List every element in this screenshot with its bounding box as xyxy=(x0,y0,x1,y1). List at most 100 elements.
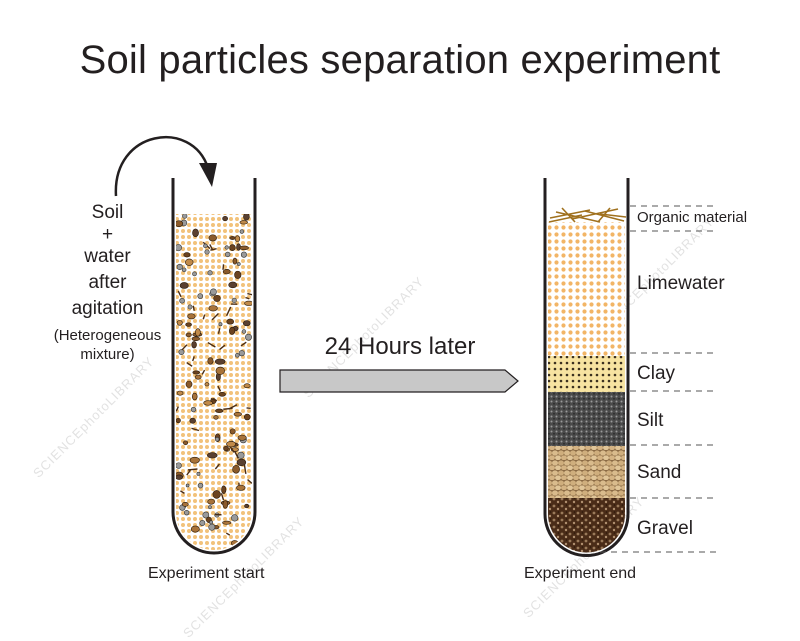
soil-particle xyxy=(224,446,229,451)
mixture-label-line: mixture) xyxy=(20,345,195,364)
soil-particle xyxy=(184,510,189,515)
end-caption: Experiment end xyxy=(524,565,636,583)
soil-particle xyxy=(215,409,223,413)
soil-particle xyxy=(208,271,212,275)
soil-particle xyxy=(230,245,236,251)
soil-particle xyxy=(233,258,237,264)
soil-particle xyxy=(236,485,245,490)
mixture-label-line: Soil xyxy=(20,200,195,226)
soil-particle xyxy=(209,305,218,311)
soil-particle xyxy=(198,483,203,488)
layer-organic xyxy=(549,208,626,222)
soil-particle xyxy=(197,472,200,475)
soil-particle xyxy=(214,415,219,419)
soil-particle xyxy=(240,221,248,225)
soil-particle xyxy=(200,520,205,525)
separated-layers xyxy=(546,222,628,562)
soil-particle xyxy=(223,216,228,221)
soil-particle xyxy=(193,371,200,374)
soil-particle xyxy=(176,463,182,469)
layer-label-gravel: Gravel xyxy=(637,518,693,540)
layer-label-clay: Clay xyxy=(637,363,675,385)
layer-sand xyxy=(546,446,628,498)
soil-particle xyxy=(235,271,242,278)
soil-particle xyxy=(213,490,221,498)
soil-particle xyxy=(243,213,249,220)
soil-particle xyxy=(186,484,189,487)
soil-particle xyxy=(177,391,183,395)
soil-particle xyxy=(235,353,239,357)
soil-particle xyxy=(237,262,240,265)
soil-particle xyxy=(188,469,198,470)
soil-particle xyxy=(210,289,216,295)
soil-particle xyxy=(216,367,225,375)
arrow-label: 24 Hours later xyxy=(290,333,510,361)
soil-particle xyxy=(232,298,237,303)
soil-particle xyxy=(222,486,226,494)
soil-particle xyxy=(186,381,192,388)
layer-clay xyxy=(546,356,628,392)
soil-particle xyxy=(229,327,235,334)
mixture-label-line: agitation xyxy=(20,296,195,322)
layer-limewater xyxy=(546,222,628,356)
soil-particle xyxy=(230,429,235,434)
soil-particle xyxy=(223,500,228,508)
soil-particle xyxy=(230,236,236,239)
soil-particle xyxy=(238,435,246,440)
soil-particle xyxy=(191,526,199,532)
mixture-label-line: water xyxy=(20,244,195,270)
soil-particle xyxy=(222,521,231,524)
soil-particle xyxy=(229,282,237,288)
soil-particle xyxy=(215,437,219,441)
soil-particle xyxy=(219,323,222,326)
soil-particle xyxy=(237,459,246,466)
soil-particle xyxy=(198,294,203,299)
mixture-label-line: + xyxy=(20,226,195,244)
soil-particle xyxy=(225,246,229,250)
soil-particle xyxy=(204,401,213,406)
soil-particle xyxy=(207,453,217,458)
soil-particle xyxy=(243,321,250,326)
soil-particle xyxy=(191,407,196,412)
soil-particle xyxy=(240,230,244,234)
soil-particle xyxy=(208,358,213,365)
soil-particle xyxy=(244,504,248,508)
soil-particle xyxy=(182,502,188,506)
soil-particle xyxy=(244,384,250,388)
layer-label-organic: Organic material xyxy=(637,209,747,226)
soil-particle xyxy=(244,414,250,420)
soil-particle xyxy=(176,537,180,541)
time-arrow xyxy=(280,370,518,392)
layer-silt xyxy=(546,392,628,446)
soil-particle xyxy=(208,506,211,509)
soil-particle xyxy=(227,319,234,324)
soil-particle xyxy=(242,330,246,334)
soil-particle xyxy=(223,269,230,274)
soil-particle xyxy=(205,383,209,386)
soil-particle xyxy=(209,521,212,524)
layer-label-limewater: Limewater xyxy=(637,273,725,295)
layer-label-sand: Sand xyxy=(637,462,681,484)
soil-particle xyxy=(195,375,201,379)
soil-particle xyxy=(239,350,245,356)
soil-particle xyxy=(215,359,225,364)
soil-particle xyxy=(209,524,215,530)
mixture-label-line: (Heterogeneous xyxy=(20,326,195,345)
soil-particle xyxy=(190,418,196,423)
soil-particle xyxy=(240,246,249,250)
soil-particle xyxy=(205,250,209,254)
soil-particle xyxy=(244,301,253,306)
soil-particle xyxy=(226,441,235,447)
soil-particle xyxy=(219,392,226,396)
soil-particle xyxy=(233,465,240,473)
start-caption: Experiment start xyxy=(148,565,264,583)
soil-particle xyxy=(241,252,246,257)
soil-particle xyxy=(203,244,207,248)
soil-particle xyxy=(238,452,245,459)
soil-particle xyxy=(234,412,242,416)
soil-particle xyxy=(235,236,240,242)
layer-label-silt: Silt xyxy=(637,410,663,432)
soil-particle xyxy=(214,295,221,301)
soil-particle xyxy=(231,515,238,522)
soil-particle xyxy=(176,475,183,480)
